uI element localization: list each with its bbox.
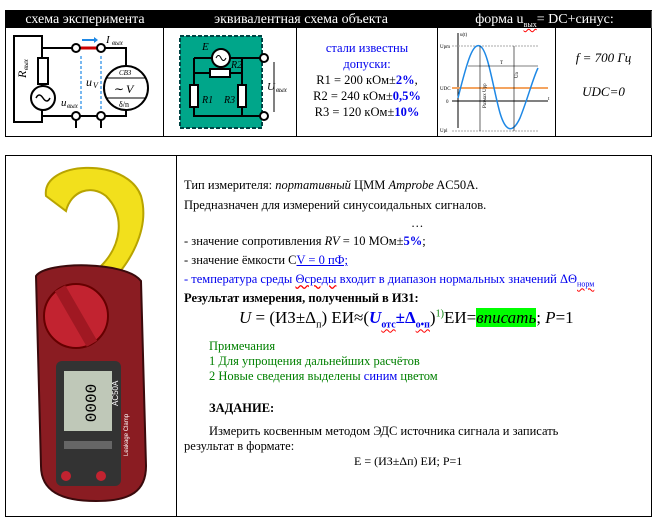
svg-text:I: I: [105, 34, 111, 46]
r2-tolerance: R2 = 240 кОм±0,5%: [313, 89, 421, 103]
svg-text:Ua: Ua: [515, 71, 520, 78]
svg-text:AC50A: AC50A: [111, 380, 120, 406]
svg-text:Размах Upp: Размах Upp: [483, 83, 488, 108]
header-experiment: схема эксперимента: [6, 11, 165, 28]
result-formula: U = (ИЗ±Δп) ЕИ≈(Uотс±Δо•п)1)ЕИ=вписать; …: [239, 308, 574, 331]
svg-text:δ/n: δ/n: [119, 100, 129, 109]
header-waveform: форма uвых= DC+синус:: [438, 11, 652, 29]
equivalent-circuit: E R2 R1 R3 U вых: [164, 28, 297, 136]
tolerances-cell: стали известны допуски: R1 = 200 кОм±2%,…: [297, 28, 438, 136]
capacitance-line: - значение ёмкости СV = 0 пФ;: [184, 253, 348, 267]
clamp-meter-photo: 0000 AC50A Leakage Clamp: [6, 156, 177, 516]
svg-text:вых: вых: [67, 102, 79, 110]
svg-text:0: 0: [446, 100, 449, 105]
svg-text:U: U: [267, 81, 276, 93]
params-cell: f = 700 Гц UDC=0: [556, 28, 651, 136]
header-equivalent: эквивалентная схема объекта: [164, 11, 439, 28]
svg-text:u: u: [86, 75, 92, 89]
svg-text:вых: вых: [276, 86, 288, 94]
task-formula: E = (ИЗ±Δп) ЕИ; P=1: [354, 454, 463, 468]
svg-text:R3: R3: [223, 95, 235, 106]
temperature-line: - температура среды Θсреды входит в диап…: [184, 272, 595, 289]
svg-text:u: u: [61, 97, 67, 109]
svg-text:0000: 0000: [83, 384, 101, 422]
equivalent-circuit-diagram: E R2 R1 R3 U вых: [179, 35, 288, 129]
svg-text:T: T: [500, 61, 503, 66]
svg-text:∼ V: ∼ V: [113, 82, 135, 96]
resistance-line: - значение сопротивления RV = 10 МОм±5%;: [184, 234, 426, 248]
svg-text:R2: R2: [230, 60, 242, 71]
answer-field[interactable]: вписать: [476, 308, 537, 327]
result-title: Результат измерения, полученный в ИЗ1:: [184, 291, 419, 305]
tolerances-title: стали известны: [325, 41, 409, 55]
r3-tolerance: R3 = 120 кОм±10%: [314, 105, 420, 119]
svg-text:E: E: [201, 41, 209, 53]
meter-type: Тип измерителя: портативный ЦММ Amprobe …: [184, 178, 479, 192]
svg-text:Leakage Clamp: Leakage Clamp: [124, 413, 130, 456]
svg-text:UDC: UDC: [440, 87, 451, 92]
task-line-2: результат в формате:: [184, 439, 295, 453]
ellipsis: …: [411, 216, 424, 230]
meter-purpose: Предназначен для измерений синусоидальны…: [184, 198, 487, 212]
note-2: 2 Новые сведения выделены синим цветом: [209, 369, 438, 383]
task-line-1: Измерить косвенным методом ЭДС источника…: [209, 424, 559, 438]
frequency: f = 700 Гц: [575, 50, 632, 65]
svg-text:R1: R1: [201, 95, 213, 106]
waveform-diagram: u(t) Upm UDC 0 Upl T t Размах Upp Ua: [440, 33, 550, 134]
svg-text:Upm: Upm: [440, 45, 450, 50]
svg-text:V: V: [93, 81, 99, 90]
tolerances-title-2: допуски:: [343, 57, 391, 71]
task-box: 0000 AC50A Leakage Clamp Тип измерителя:…: [5, 155, 652, 517]
svg-text:R: R: [15, 70, 29, 79]
svg-text:Upl: Upl: [440, 129, 448, 134]
svg-text:вых: вых: [22, 58, 30, 70]
conditions-table: схема эксперимента эквивалентная схема о…: [5, 10, 652, 137]
svg-text:t: t: [548, 97, 550, 102]
note-1: 1 Для упрощения дальнейших расчётов: [209, 354, 420, 368]
svg-text:вых: вых: [112, 39, 124, 47]
svg-text:u(t): u(t): [460, 33, 468, 38]
r1-tolerance: R1 = 200 кОм±2%,: [316, 73, 418, 87]
udc-value: UDC=0: [582, 84, 625, 99]
notes-title: Примечания: [209, 339, 276, 353]
task-title: ЗАДАНИЕ:: [209, 401, 275, 415]
svg-text:СВЗ: СВЗ: [119, 69, 132, 77]
waveform-cell: u(t) Upm UDC 0 Upl T t Размах Upp Ua: [438, 28, 556, 136]
